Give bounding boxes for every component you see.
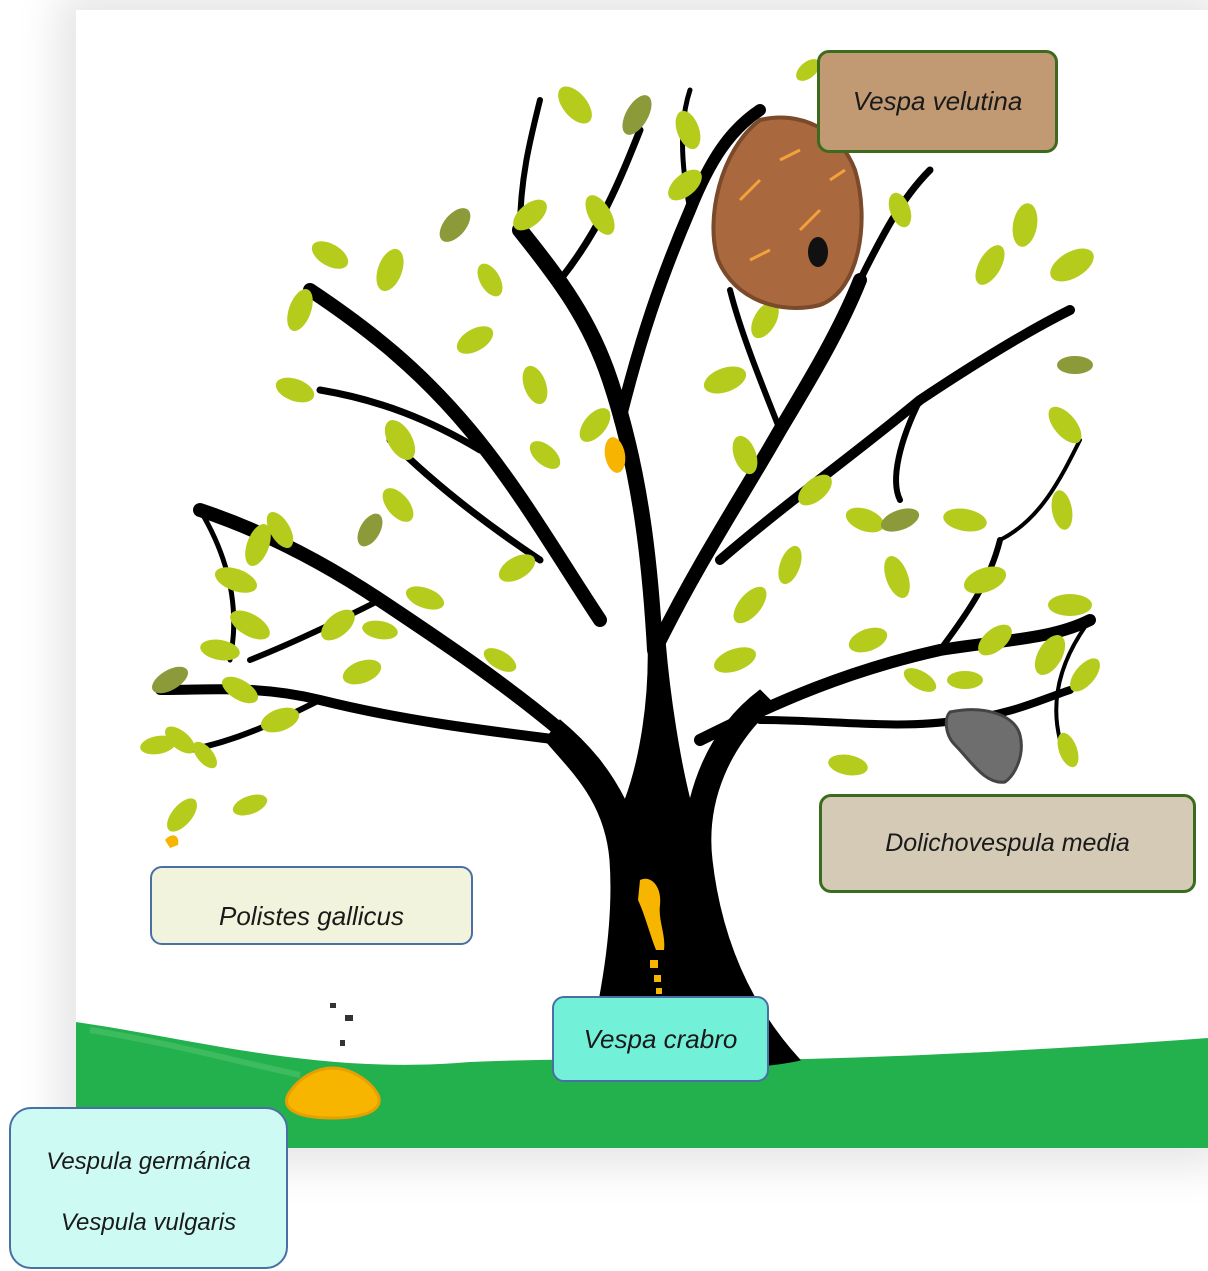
leaf xyxy=(1034,635,1066,675)
leaf xyxy=(668,169,702,201)
dolichovespula-media-nest xyxy=(944,708,1023,784)
leaf xyxy=(585,195,615,235)
leaf xyxy=(903,668,937,692)
leaf xyxy=(1057,356,1093,374)
tree-trunk xyxy=(544,639,801,1072)
leaf xyxy=(498,554,536,582)
leaf xyxy=(483,648,517,672)
leaf xyxy=(1012,203,1038,247)
leaf xyxy=(947,671,983,689)
label-text: Polistes gallicus xyxy=(219,901,404,931)
leaf xyxy=(260,707,300,733)
leaf xyxy=(200,639,240,661)
leaf xyxy=(321,609,355,641)
leaf xyxy=(579,408,611,442)
leaf xyxy=(604,437,626,473)
grass-highlight xyxy=(89,1027,301,1078)
leaf xyxy=(828,754,868,776)
leaf xyxy=(193,741,217,769)
leaf xyxy=(675,110,701,150)
label-vespa-velutina: Vespa velutina xyxy=(817,50,1058,153)
label-dolichovespula-media: Dolichovespula media xyxy=(819,794,1196,893)
leaf xyxy=(140,735,176,755)
label-vespula-species: Vespula germánica Vespula vulgaris xyxy=(9,1107,288,1269)
leaf xyxy=(311,241,349,269)
leaf xyxy=(287,288,313,332)
leaf xyxy=(975,245,1005,285)
label-text: Vespa crabro xyxy=(583,1023,738,1054)
leaf xyxy=(266,511,294,549)
vespula-ground-nest xyxy=(285,1003,381,1120)
leaf xyxy=(798,474,832,506)
leaf xyxy=(884,555,910,599)
leaf xyxy=(1048,594,1092,616)
leaf xyxy=(477,263,503,297)
leaf xyxy=(151,666,189,694)
leaf xyxy=(382,488,414,522)
leaf xyxy=(456,326,494,354)
leaf xyxy=(558,86,592,124)
leaf xyxy=(513,199,547,231)
label-text: Vespa velutina xyxy=(852,86,1023,116)
leaf xyxy=(778,545,802,585)
leaf xyxy=(943,508,987,532)
leaf xyxy=(796,59,820,81)
label-text-germanica: Vespula germánica xyxy=(46,1147,251,1175)
leaf xyxy=(362,620,398,640)
leaf xyxy=(713,647,757,673)
vespa-crabro-nest xyxy=(638,878,665,994)
leaf xyxy=(978,624,1012,656)
leaf xyxy=(376,248,404,292)
leaf xyxy=(384,420,416,460)
leaf xyxy=(529,441,561,469)
leaf xyxy=(751,301,779,339)
leaf xyxy=(230,610,270,640)
leaf xyxy=(342,659,382,685)
leaf xyxy=(963,566,1007,594)
label-text: Dolichovespula media xyxy=(885,829,1130,857)
leaf xyxy=(733,586,767,624)
leaf xyxy=(245,523,271,567)
leaf xyxy=(214,567,258,593)
tree-branches xyxy=(155,87,1096,753)
leaf xyxy=(1050,248,1094,282)
leaf xyxy=(167,798,197,832)
leaf xyxy=(848,627,888,653)
label-text-vulgaris: Vespula vulgaris xyxy=(60,1208,237,1236)
leaf xyxy=(357,513,383,547)
leaf xyxy=(405,586,445,610)
leaf xyxy=(1051,490,1073,530)
leaf xyxy=(165,726,195,754)
leaf xyxy=(880,508,920,532)
tree-leaves xyxy=(140,59,1100,832)
leaf xyxy=(221,676,259,704)
leaf xyxy=(1070,658,1100,692)
leaf xyxy=(439,208,471,242)
leaf xyxy=(275,377,315,403)
leaf xyxy=(888,192,912,228)
polistes-gallicus-nest xyxy=(165,835,179,848)
leaf xyxy=(1048,406,1082,444)
label-vespa-crabro: Vespa crabro xyxy=(552,996,769,1082)
leaf xyxy=(1057,732,1079,768)
leaf xyxy=(522,365,548,405)
leaf xyxy=(732,435,758,475)
leaf xyxy=(232,794,268,816)
leaf xyxy=(845,507,885,533)
leaf xyxy=(622,95,652,135)
label-polistes-gallicus: Polistes gallicus xyxy=(150,866,473,945)
leaf xyxy=(703,366,747,394)
